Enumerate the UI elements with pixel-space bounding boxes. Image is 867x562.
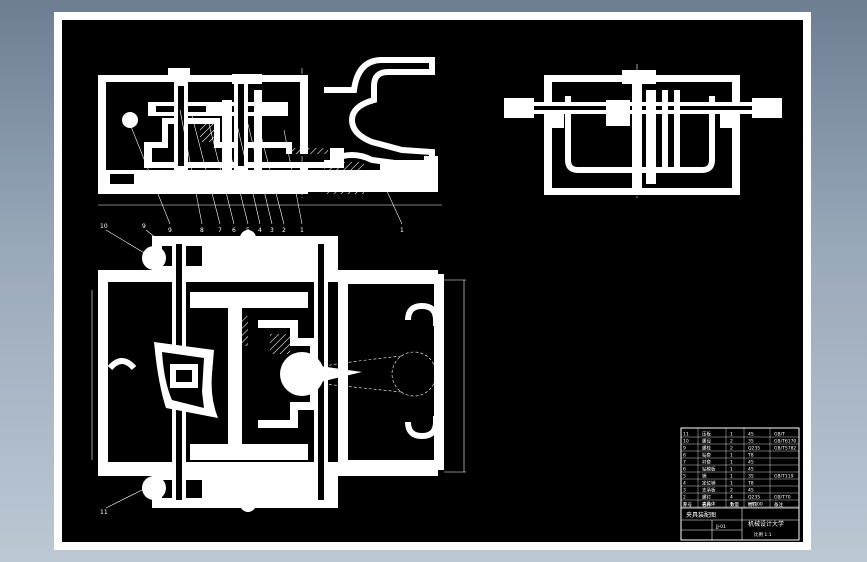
parts-cell-no: 5 — [683, 474, 686, 480]
parts-cell-name: 支承板 — [702, 487, 716, 494]
parts-cell-name: 压板 — [702, 431, 711, 438]
parts-cell-qty: 1 — [730, 460, 733, 466]
parts-cell-note: GB/T119 — [774, 474, 794, 480]
parts-cell-qty: 1 — [730, 481, 733, 487]
leader-label: 9 — [168, 227, 172, 234]
parts-cell-no: 11 — [683, 432, 689, 438]
parts-cell-name: 定位销 — [702, 480, 716, 487]
parts-cell-no: 10 — [683, 439, 689, 445]
leader-label: 10 — [100, 223, 108, 230]
parts-cell-no: 2 — [683, 495, 686, 501]
parts-cell-mat: Q235 — [748, 495, 760, 501]
parts-cell-mat: 45 — [748, 460, 754, 466]
front-view-leader-labels: 9 8 7 6 5 4 3 2 1 1 — [168, 227, 404, 234]
parts-cell-no: 6 — [683, 467, 686, 473]
drawing-sheet: 9 8 7 6 5 4 3 2 1 1 — [54, 12, 811, 550]
parts-cell-mat: Q235 — [748, 446, 760, 452]
parts-cell-name: 螺母 — [702, 438, 711, 445]
parts-cell-qty: 2 — [730, 446, 733, 452]
leader-label: 4 — [258, 227, 262, 234]
parts-cell-name: 钻模板 — [702, 466, 716, 473]
parts-cell-no: 3 — [683, 488, 686, 494]
parts-cell-name: 销 — [702, 473, 707, 480]
drawing-scale: 比例 1:1 — [754, 531, 772, 538]
parts-cell-name: 螺栓 — [702, 445, 711, 452]
parts-cell-mat: 45 — [748, 488, 754, 494]
parts-cell-note: GB/T5782 — [774, 446, 796, 452]
parts-cell-name: 衬套 — [702, 459, 711, 466]
parts-cell-mat: 35 — [748, 439, 754, 445]
parts-cell-note: GB/T70 — [774, 495, 791, 501]
parts-cell-qty: 1 — [730, 502, 733, 508]
leader-label: 3 — [270, 227, 274, 234]
leader-label: 9 — [142, 223, 146, 230]
drawing-name: 夹具装配图 — [686, 511, 716, 519]
parts-cell-note: GB/T6170 — [774, 439, 796, 445]
drawing-canvas: 9 8 7 6 5 4 3 2 1 1 — [62, 20, 803, 542]
parts-cell-no: 9 — [683, 446, 686, 452]
parts-header-name: 名称 — [702, 501, 711, 508]
parts-cell-qty: 1 — [730, 453, 733, 459]
plan-view-leader-labels: 10 9 11 — [100, 223, 146, 516]
leader-label: 1 — [300, 227, 304, 234]
drawing-code: JJ-01 — [715, 524, 726, 530]
parts-cell-mat: T8 — [747, 481, 754, 487]
leader-label: 2 — [282, 227, 286, 234]
parts-cell-mat: T8 — [747, 453, 754, 459]
plan-view — [91, 229, 466, 512]
parts-header-mat: 材料 — [748, 501, 757, 508]
parts-cell-qty: 2 — [730, 488, 733, 494]
leader-label: 11 — [100, 509, 108, 516]
side-view — [504, 64, 782, 198]
parts-cell-mat: 45 — [748, 432, 754, 438]
leader-label: 6 — [232, 227, 236, 234]
parts-cell-qty: 1 — [730, 432, 733, 438]
leader-label: 7 — [218, 227, 222, 234]
parts-cell-no: 8 — [683, 453, 686, 459]
leader-label: 8 — [200, 227, 204, 234]
parts-cell-name: 钻套 — [702, 452, 711, 459]
parts-cell-no: 7 — [683, 460, 686, 466]
cad-drawing: 9 8 7 6 5 4 3 2 1 1 — [91, 57, 800, 541]
parts-cell-mat: 45 — [748, 467, 754, 473]
school-name: 机械设计大学 — [748, 520, 784, 528]
parts-cell-qty: 1 — [730, 474, 733, 480]
parts-cell-no: 4 — [683, 481, 686, 487]
parts-cell-qty: 1 — [730, 467, 733, 473]
parts-cell-name: 螺钉 — [702, 494, 711, 501]
parts-cell-mat: HT200 — [748, 502, 763, 508]
parts-header-qty: 数量 — [730, 501, 739, 508]
parts-cell-qty: 4 — [730, 495, 733, 501]
parts-header-no: 序号 — [683, 501, 692, 508]
parts-cell-note: GB/T — [774, 432, 785, 438]
front-section-view — [98, 57, 442, 225]
parts-cell-no: 1 — [683, 502, 686, 508]
parts-cell-qty: 2 — [730, 439, 733, 445]
parts-cell-name: 夹具体 — [702, 501, 716, 508]
parts-cell-mat: 35 — [748, 474, 754, 480]
leader-label: 1 — [400, 227, 404, 234]
parts-header-note: 备注 — [774, 501, 783, 508]
